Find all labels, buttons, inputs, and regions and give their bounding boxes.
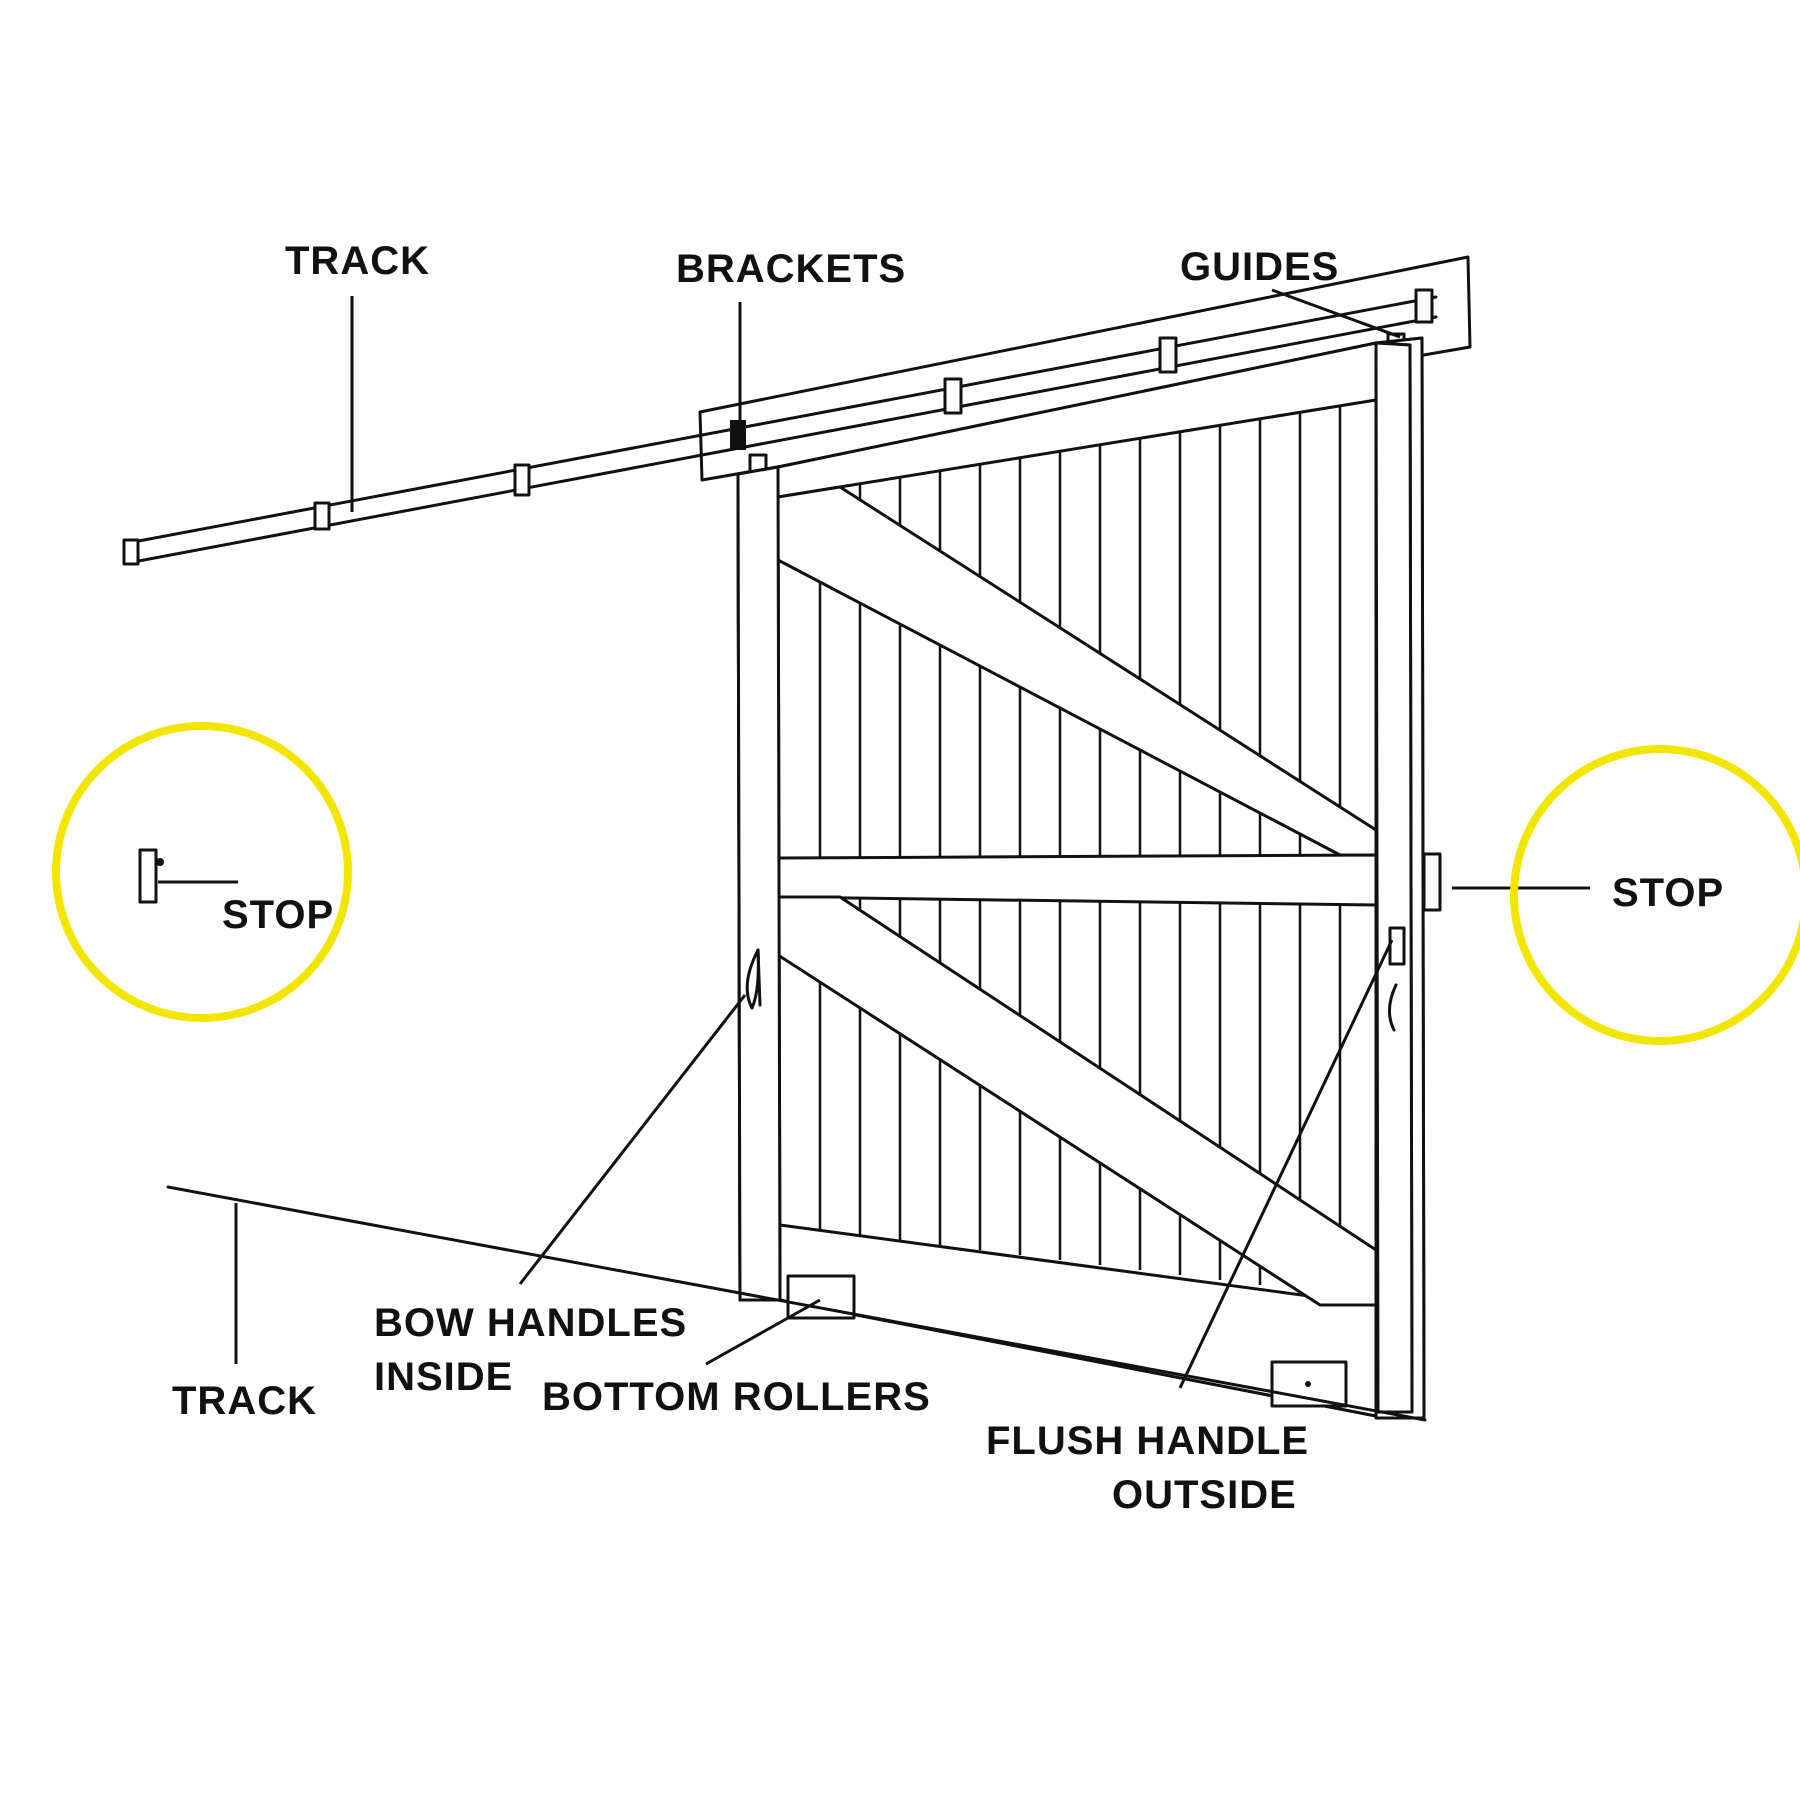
label-flush-handle-line1: FLUSH HANDLE (986, 1419, 1309, 1463)
bow-handle (745, 948, 762, 1010)
label-bow-handles-line2: INSIDE (374, 1355, 513, 1399)
label-bottom-rollers: BOTTOM ROLLERS (542, 1375, 931, 1419)
label-guides: GUIDES (1180, 245, 1339, 289)
track-hangers (313, 288, 1434, 531)
right-stop-block (1422, 852, 1590, 912)
top-track-rail (122, 295, 1438, 566)
left-stop-block (138, 848, 238, 904)
flush-handle (1388, 926, 1406, 1032)
label-stop-right: STOP (1612, 871, 1724, 915)
labels: TRACK BRACKETS GUIDES STOP STOP BOW HAND… (172, 239, 1724, 1517)
leader-lines (234, 288, 1401, 1389)
label-track-top: TRACK (285, 239, 430, 283)
highlight-circle-left (52, 722, 352, 1022)
highlight-circles (52, 722, 1800, 1045)
label-brackets: BRACKETS (676, 247, 906, 291)
bottom-track (166, 1185, 1427, 1422)
label-bow-handles-line1: BOW HANDLES (374, 1301, 687, 1345)
header-board (698, 255, 1472, 482)
label-flush-handle-line2: OUTSIDE (1112, 1473, 1297, 1517)
door (736, 336, 1426, 1420)
label-stop-left: STOP (222, 893, 334, 937)
highlight-circle-right (1510, 745, 1800, 1045)
label-track-bottom: TRACK (172, 1379, 317, 1423)
